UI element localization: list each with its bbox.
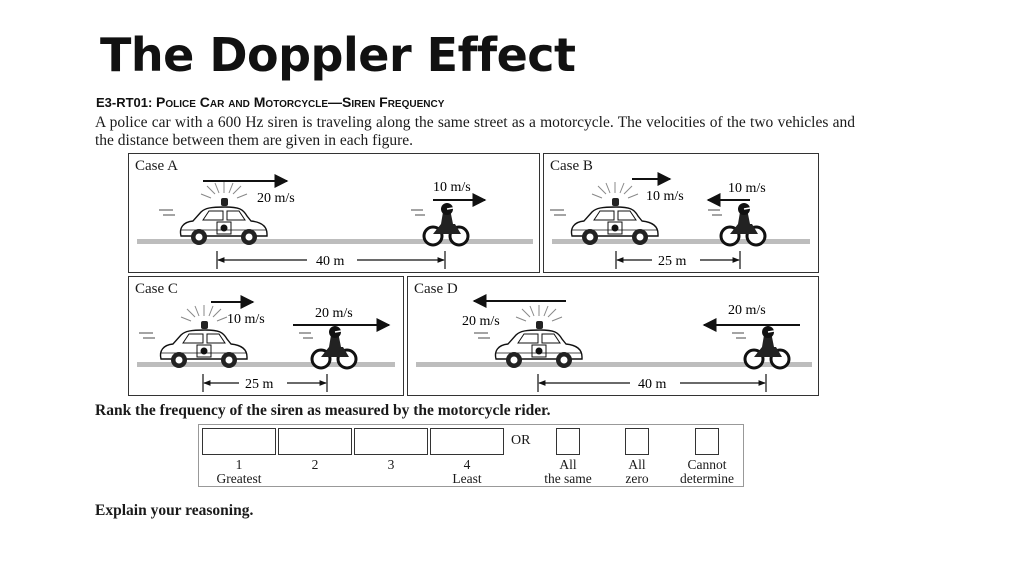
motorcycle-icon bbox=[297, 324, 358, 370]
all-zero-label-line2: zero bbox=[625, 471, 649, 486]
motorcycle-icon bbox=[730, 324, 791, 370]
case-a-panel: Case A 20 m/s 10 m/s 40 m bbox=[128, 153, 540, 273]
cannot-determine-label-line1: Cannot bbox=[687, 457, 727, 472]
moto-speed-label: 20 m/s bbox=[728, 303, 766, 318]
problem-heading-text: Police Car and Motorcycle—Siren Frequenc… bbox=[155, 94, 445, 110]
rank-2-box[interactable] bbox=[278, 428, 352, 455]
least-label: Least bbox=[452, 471, 482, 486]
police-car-icon bbox=[158, 181, 268, 246]
all-zero-label-line1: All bbox=[628, 457, 646, 472]
case-b-label: Case B bbox=[550, 158, 593, 174]
case-b-panel: Case B 10 m/s 10 m/s 25 m bbox=[543, 153, 819, 273]
rank-1-number: 1 bbox=[235, 457, 243, 472]
car-speed-label: 10 m/s bbox=[646, 189, 684, 204]
ranking-panel: 1 2 3 4 Greatest Least OR All the same A… bbox=[198, 424, 744, 487]
all-same-box[interactable] bbox=[556, 428, 580, 455]
rank-4-box[interactable] bbox=[430, 428, 504, 455]
distance-label: 25 m bbox=[658, 254, 687, 269]
all-same-label-line1: All bbox=[559, 457, 577, 472]
rank-instruction: Rank the frequency of the siren as measu… bbox=[95, 402, 551, 419]
or-label: OR bbox=[511, 433, 531, 448]
distance-label: 40 m bbox=[316, 254, 345, 269]
motorcycle-icon bbox=[706, 201, 767, 247]
motorcycle-icon bbox=[409, 201, 470, 247]
rank-2-number: 2 bbox=[311, 457, 319, 472]
car-speed-label: 20 m/s bbox=[462, 314, 500, 329]
moto-speed-label: 10 m/s bbox=[728, 181, 766, 196]
all-zero-box[interactable] bbox=[625, 428, 649, 455]
ground bbox=[137, 239, 533, 244]
distance-label: 25 m bbox=[245, 377, 274, 392]
case-c-label: Case C bbox=[135, 281, 178, 297]
case-b-figure: 10 m/s 10 m/s 25 m bbox=[549, 172, 810, 269]
cannot-determine-box[interactable] bbox=[695, 428, 719, 455]
explain-prompt: Explain your reasoning. bbox=[95, 502, 254, 519]
police-car-icon bbox=[549, 181, 659, 246]
case-c-panel: Case C 10 m/s 20 m/s 25 m bbox=[128, 276, 404, 396]
case-d-label: Case D bbox=[414, 281, 458, 297]
ground bbox=[137, 362, 395, 367]
case-a-label: Case A bbox=[135, 158, 178, 174]
case-c-figure: 10 m/s 20 m/s 25 m bbox=[137, 295, 395, 392]
problem-code: E3-RT01: bbox=[96, 95, 153, 110]
rank-1-box[interactable] bbox=[202, 428, 276, 455]
case-d-figure: 20 m/s 20 m/s 40 m bbox=[416, 294, 812, 392]
ground bbox=[416, 362, 812, 367]
case-a-figure: 20 m/s 10 m/s 40 m bbox=[137, 174, 533, 269]
rank-3-number: 3 bbox=[387, 457, 395, 472]
moto-speed-label: 10 m/s bbox=[433, 180, 471, 195]
car-speed-label: 10 m/s bbox=[227, 312, 265, 327]
cannot-determine-label-line2: determine bbox=[680, 471, 734, 486]
problem-text: A police car with a 600 Hz siren is trav… bbox=[95, 114, 855, 149]
greatest-label: Greatest bbox=[216, 471, 262, 486]
all-same-label-line2: the same bbox=[544, 471, 592, 486]
slide-title: The Doppler Effect bbox=[100, 28, 576, 82]
case-d-panel: Case D 20 m/s 20 m/s 40 m bbox=[407, 276, 819, 396]
problem-heading: E3-RT01: Police Car and Motorcycle—Siren… bbox=[96, 94, 444, 110]
ground bbox=[552, 239, 810, 244]
distance-label: 40 m bbox=[638, 377, 667, 392]
rank-3-box[interactable] bbox=[354, 428, 428, 455]
rank-4-number: 4 bbox=[463, 457, 471, 472]
car-speed-label: 20 m/s bbox=[257, 191, 295, 206]
moto-speed-label: 20 m/s bbox=[315, 306, 353, 321]
